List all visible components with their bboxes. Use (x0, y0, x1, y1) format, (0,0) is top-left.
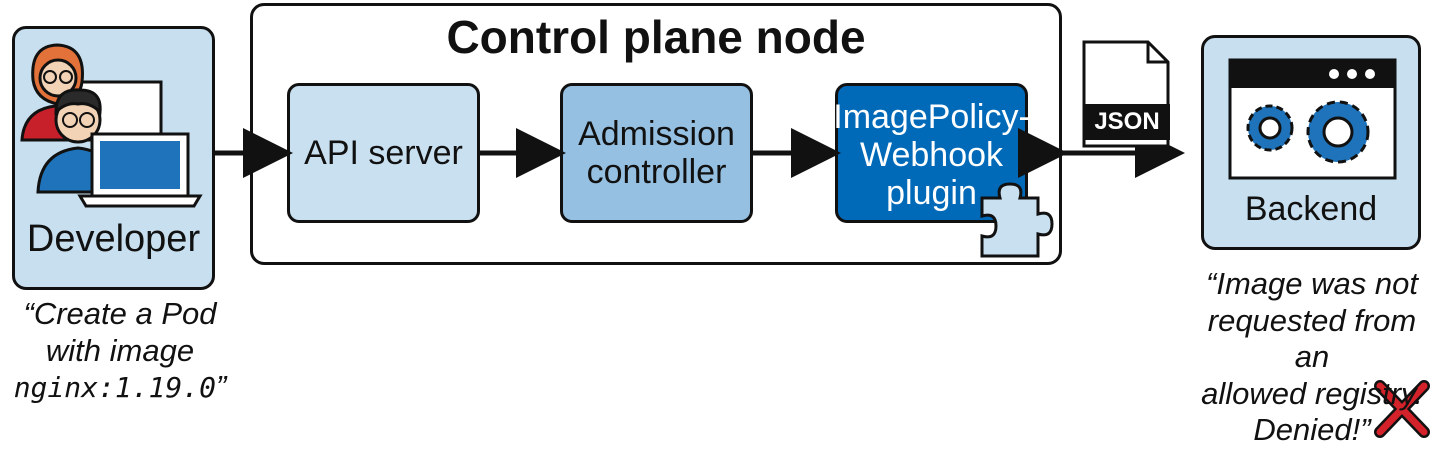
backend-quote-line3: allowed registry. (1201, 375, 1423, 411)
webhook-label-line2: Webhook (859, 136, 1004, 175)
backend-label: Backend (1244, 190, 1378, 228)
developer-quote-line3: nginx:1.19.0” (0, 369, 240, 406)
developer-quote-close: ” (215, 369, 227, 405)
developer-quote-line1: “Create a Pod (23, 296, 217, 331)
control-plane-title: Control plane node (446, 11, 866, 63)
json-file-label: JSON (1084, 104, 1170, 140)
backend-quote: “Image was not requested from an allowed… (1196, 266, 1428, 449)
api-server-label: API server (304, 133, 463, 172)
api-server-box: API server (287, 83, 480, 223)
webhook-label-line1: ImagePolicy- (833, 98, 1030, 136)
gear-icon (1246, 104, 1294, 152)
backend-quote-line4: Denied!” (1253, 412, 1371, 448)
developer-quote-line2: with image (45, 332, 195, 368)
diagram: Control plane node API server Admission … (0, 3, 1430, 447)
webhook-label-line3: plugin (886, 174, 977, 213)
laptop-icon (77, 132, 203, 208)
admission-label-line1: Admission (578, 114, 735, 153)
backend-quote-line1: “Image was not (1206, 266, 1418, 301)
developer-quote-code: nginx:1.19.0 (13, 371, 216, 405)
developer-quote: “Create a Pod with image nginx:1.19.0” (0, 296, 240, 406)
puzzle-piece-icon (980, 182, 1054, 258)
admission-label-line2: controller (586, 153, 727, 191)
developer-label: Developer (26, 218, 201, 260)
deny-x-icon (1374, 380, 1430, 438)
gear-icon (1306, 100, 1370, 164)
backend-quote-line2: requested from an (1207, 302, 1417, 375)
developer-people-icon (20, 43, 203, 208)
admission-controller-box: Admission controller (560, 83, 753, 223)
